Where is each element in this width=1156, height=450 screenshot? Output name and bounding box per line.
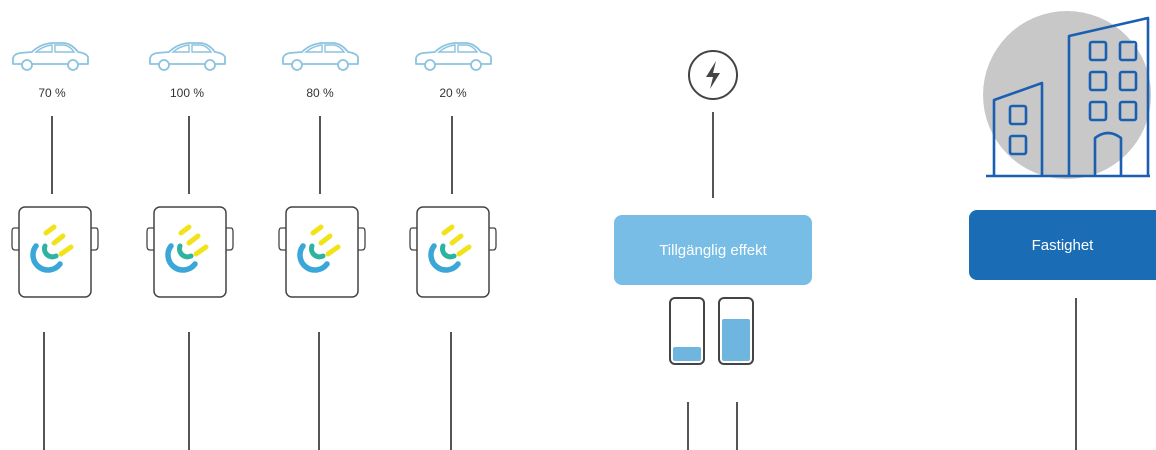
charger-logo-icon (277, 206, 367, 298)
battery-level-1 (669, 297, 705, 365)
building-icon (983, 11, 1151, 179)
connector-line (687, 402, 689, 450)
battery-fill (722, 318, 750, 361)
connector-line (43, 332, 45, 450)
connector-line (318, 332, 320, 450)
charger-logo-icon (145, 206, 235, 298)
battery-level-2 (718, 297, 754, 365)
lightning-icon (688, 50, 738, 100)
connector-line (736, 402, 738, 450)
car-charge-label: 80 % (306, 86, 334, 100)
connector-line (319, 116, 321, 194)
car-charge-label: 100 % (169, 86, 205, 100)
car-charge-label: 20 % (439, 86, 467, 100)
property-box: Fastighet (969, 210, 1156, 280)
connector-line (188, 116, 190, 194)
connector-line (451, 116, 453, 194)
charger-logo-icon (408, 206, 498, 298)
connector-line (1075, 298, 1077, 450)
connector-line (450, 332, 452, 450)
car-icon (280, 40, 360, 74)
car-charge-label: 70 % (38, 86, 66, 100)
car-icon (413, 40, 493, 74)
car-icon (10, 40, 90, 74)
connector-line (712, 112, 714, 198)
available-power-box: Tillgänglig effekt (614, 215, 812, 285)
battery-fill (673, 347, 701, 361)
connector-line (188, 332, 190, 450)
connector-line (51, 116, 53, 194)
car-icon (147, 40, 227, 74)
charger-logo-icon (10, 206, 100, 298)
